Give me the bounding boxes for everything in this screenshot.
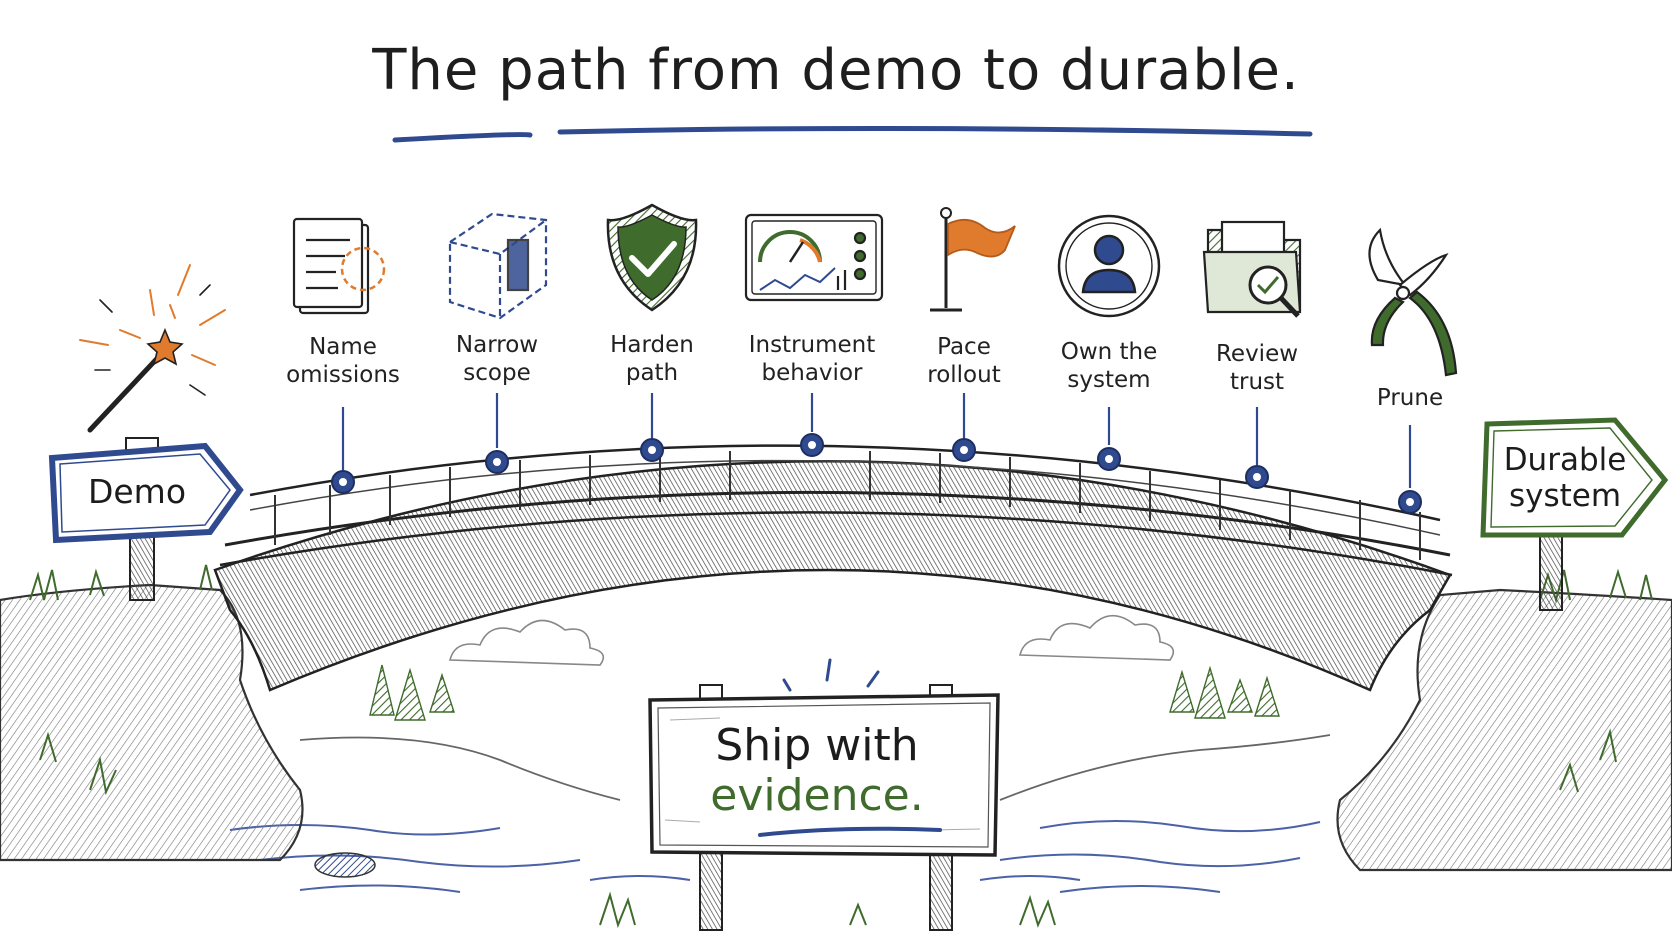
trees-right: [1169, 665, 1280, 719]
step-label-instrument-behavior: Instrument behavior: [748, 332, 876, 386]
cliff-left: [0, 583, 304, 862]
step-label-review-trust: Review trust: [1215, 341, 1299, 395]
step-label-harden-path: Harden path: [610, 332, 694, 386]
dashboard-gauge-icon: [744, 213, 884, 302]
start-sign-board: [48, 442, 244, 544]
pruning-shears-icon: [1368, 227, 1458, 377]
page-title: The path from demo to durable.: [372, 38, 1300, 103]
trees-left: [369, 664, 455, 721]
step-label-narrow-scope: Narrow scope: [455, 332, 539, 386]
bridge-deck-top: [224, 490, 1451, 557]
river-bank-left: [299, 736, 621, 801]
railing-posts: [274, 451, 1421, 560]
dashed-cube-icon: [448, 212, 548, 320]
step-label-pace-rollout: Pace rollout: [927, 334, 1001, 388]
step-label-name-omissions: Name omissions: [286, 334, 400, 388]
river-bank-right: [999, 734, 1331, 801]
cloud-left: [448, 619, 605, 666]
folder-magnifier-icon: [1202, 220, 1302, 318]
step-label-own-the-system: Own the system: [1060, 339, 1158, 393]
shield-check-icon: [606, 203, 698, 312]
end-sign-board: [1480, 417, 1669, 538]
bridge-deck-bottom: [219, 511, 1453, 577]
river-rock: [314, 852, 376, 878]
end-sign-label: Durable system: [1503, 442, 1627, 514]
start-sign-label: Demo: [87, 472, 187, 511]
title-underline: [392, 125, 1313, 143]
wooden-board: [599, 658, 1056, 931]
grass-right: [1539, 568, 1653, 793]
magic-wand-icon: [79, 264, 226, 433]
person-circle-icon: [1057, 214, 1161, 318]
step-label-prune: Prune: [1376, 385, 1444, 411]
bridge-arch: [213, 460, 1452, 692]
step-connectors: [341, 393, 1412, 488]
cloud-right: [1018, 614, 1175, 661]
bridge-railing-mid: [249, 459, 1441, 536]
board-text-line2: evidence.: [710, 770, 924, 821]
grass-left: [29, 564, 213, 796]
flag-icon: [930, 207, 1016, 312]
document-checklist-icon: [292, 217, 386, 315]
board-text-line1: Ship with: [715, 720, 919, 771]
cliff-right: [1336, 588, 1672, 872]
